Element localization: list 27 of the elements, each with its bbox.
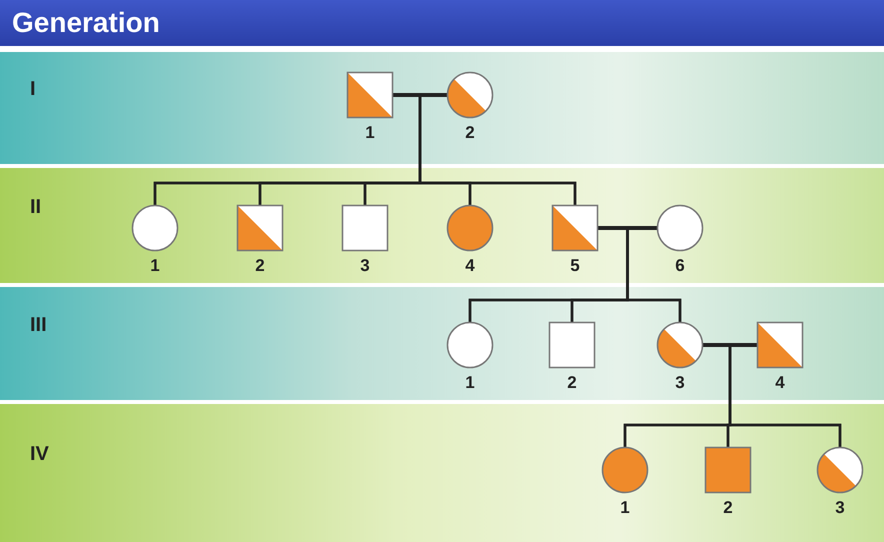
individual-number: 1 (619, 498, 631, 518)
individual-number: 1 (149, 256, 161, 276)
individual-number: 3 (359, 256, 371, 276)
generation-band (0, 52, 884, 164)
individual-number: 3 (674, 373, 686, 393)
individual-number: 1 (364, 123, 376, 143)
generation-band (0, 287, 884, 400)
generation-numeral: I (30, 78, 36, 101)
generation-numeral: II (30, 196, 42, 218)
individual-number: 2 (464, 123, 476, 143)
generation-band (0, 168, 884, 283)
individual-number: 6 (674, 256, 686, 276)
individual-number: 5 (569, 256, 581, 276)
generation-numeral: III (30, 314, 47, 336)
individual-number: 4 (464, 256, 476, 276)
generation-numeral: IV (30, 443, 49, 466)
pedigree-line (598, 226, 657, 230)
individual-number: 2 (722, 498, 734, 518)
individual-number: 3 (834, 498, 846, 518)
pedigree-line (703, 343, 757, 347)
title-bar: Generation (0, 0, 884, 46)
generation-band (0, 404, 884, 542)
individual-number: 4 (774, 373, 786, 393)
pedigree-line (393, 93, 447, 97)
individual-number: 2 (254, 256, 266, 276)
individual-number: 2 (566, 373, 578, 393)
individual-number: 1 (464, 373, 476, 393)
